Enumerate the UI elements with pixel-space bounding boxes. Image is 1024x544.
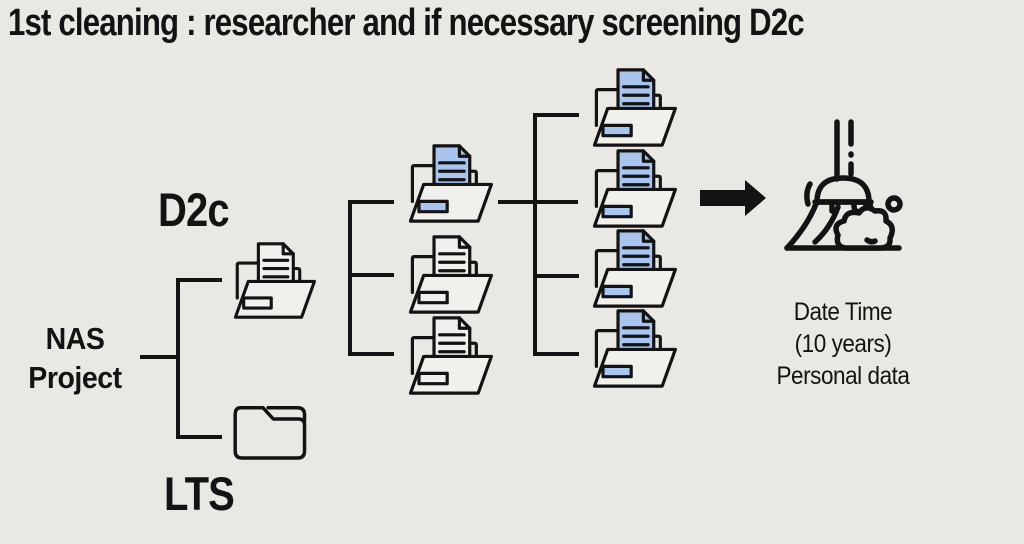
nas-label-line2: Project <box>28 360 122 395</box>
caption-line2: (10 years) <box>794 330 892 358</box>
d2c-folder-icon <box>228 241 320 320</box>
lts-folder-icon <box>230 396 308 468</box>
tick-level1-top <box>176 278 222 282</box>
nas-project-label: NAS Project <box>15 319 135 397</box>
level2-folder-3 <box>403 315 497 396</box>
level3-folder-2 <box>587 148 681 229</box>
open-folder-document-icon <box>592 68 677 147</box>
bracket-level3 <box>533 113 537 356</box>
right-arrow-icon <box>700 180 766 216</box>
open-folder-document-icon <box>592 149 677 228</box>
tick-level3-1 <box>533 113 579 117</box>
tick-level2-2 <box>348 273 394 277</box>
open-folder-document-icon <box>592 229 677 308</box>
caption-line1: Date Time <box>793 298 893 326</box>
nas-label-line1: NAS <box>45 321 105 356</box>
connector-root <box>140 355 180 359</box>
open-folder-document-icon <box>408 144 493 223</box>
page-title: 1st cleaning : researcher and if necessa… <box>8 2 805 44</box>
level3-folder-4 <box>587 308 681 389</box>
open-folder-document-icon <box>408 316 493 395</box>
tick-level2-3 <box>348 352 394 356</box>
tick-level3-4 <box>533 352 579 356</box>
tick-level1-bottom <box>176 435 222 439</box>
bracket-level1 <box>176 278 180 439</box>
level3-folder-1 <box>587 67 681 148</box>
open-folder-document-icon <box>592 309 677 388</box>
open-folder-document-icon <box>408 235 493 314</box>
retention-caption: Date Time (10 years) Personal data <box>742 296 944 392</box>
tick-level2-1 <box>348 200 394 204</box>
connector-level2-level3 <box>498 200 578 204</box>
lts-label: LTS <box>164 467 235 520</box>
level2-folder-2 <box>403 234 497 315</box>
tick-level3-3 <box>533 274 579 278</box>
level2-folder-1 <box>403 143 497 224</box>
caption-line3: Personal data <box>776 362 910 390</box>
level3-folder-3 <box>587 228 681 309</box>
d2c-label: D2c <box>158 183 230 236</box>
bracket-level2 <box>348 200 352 356</box>
broom-icon <box>781 118 905 254</box>
open-folder-document-icon <box>233 242 316 319</box>
